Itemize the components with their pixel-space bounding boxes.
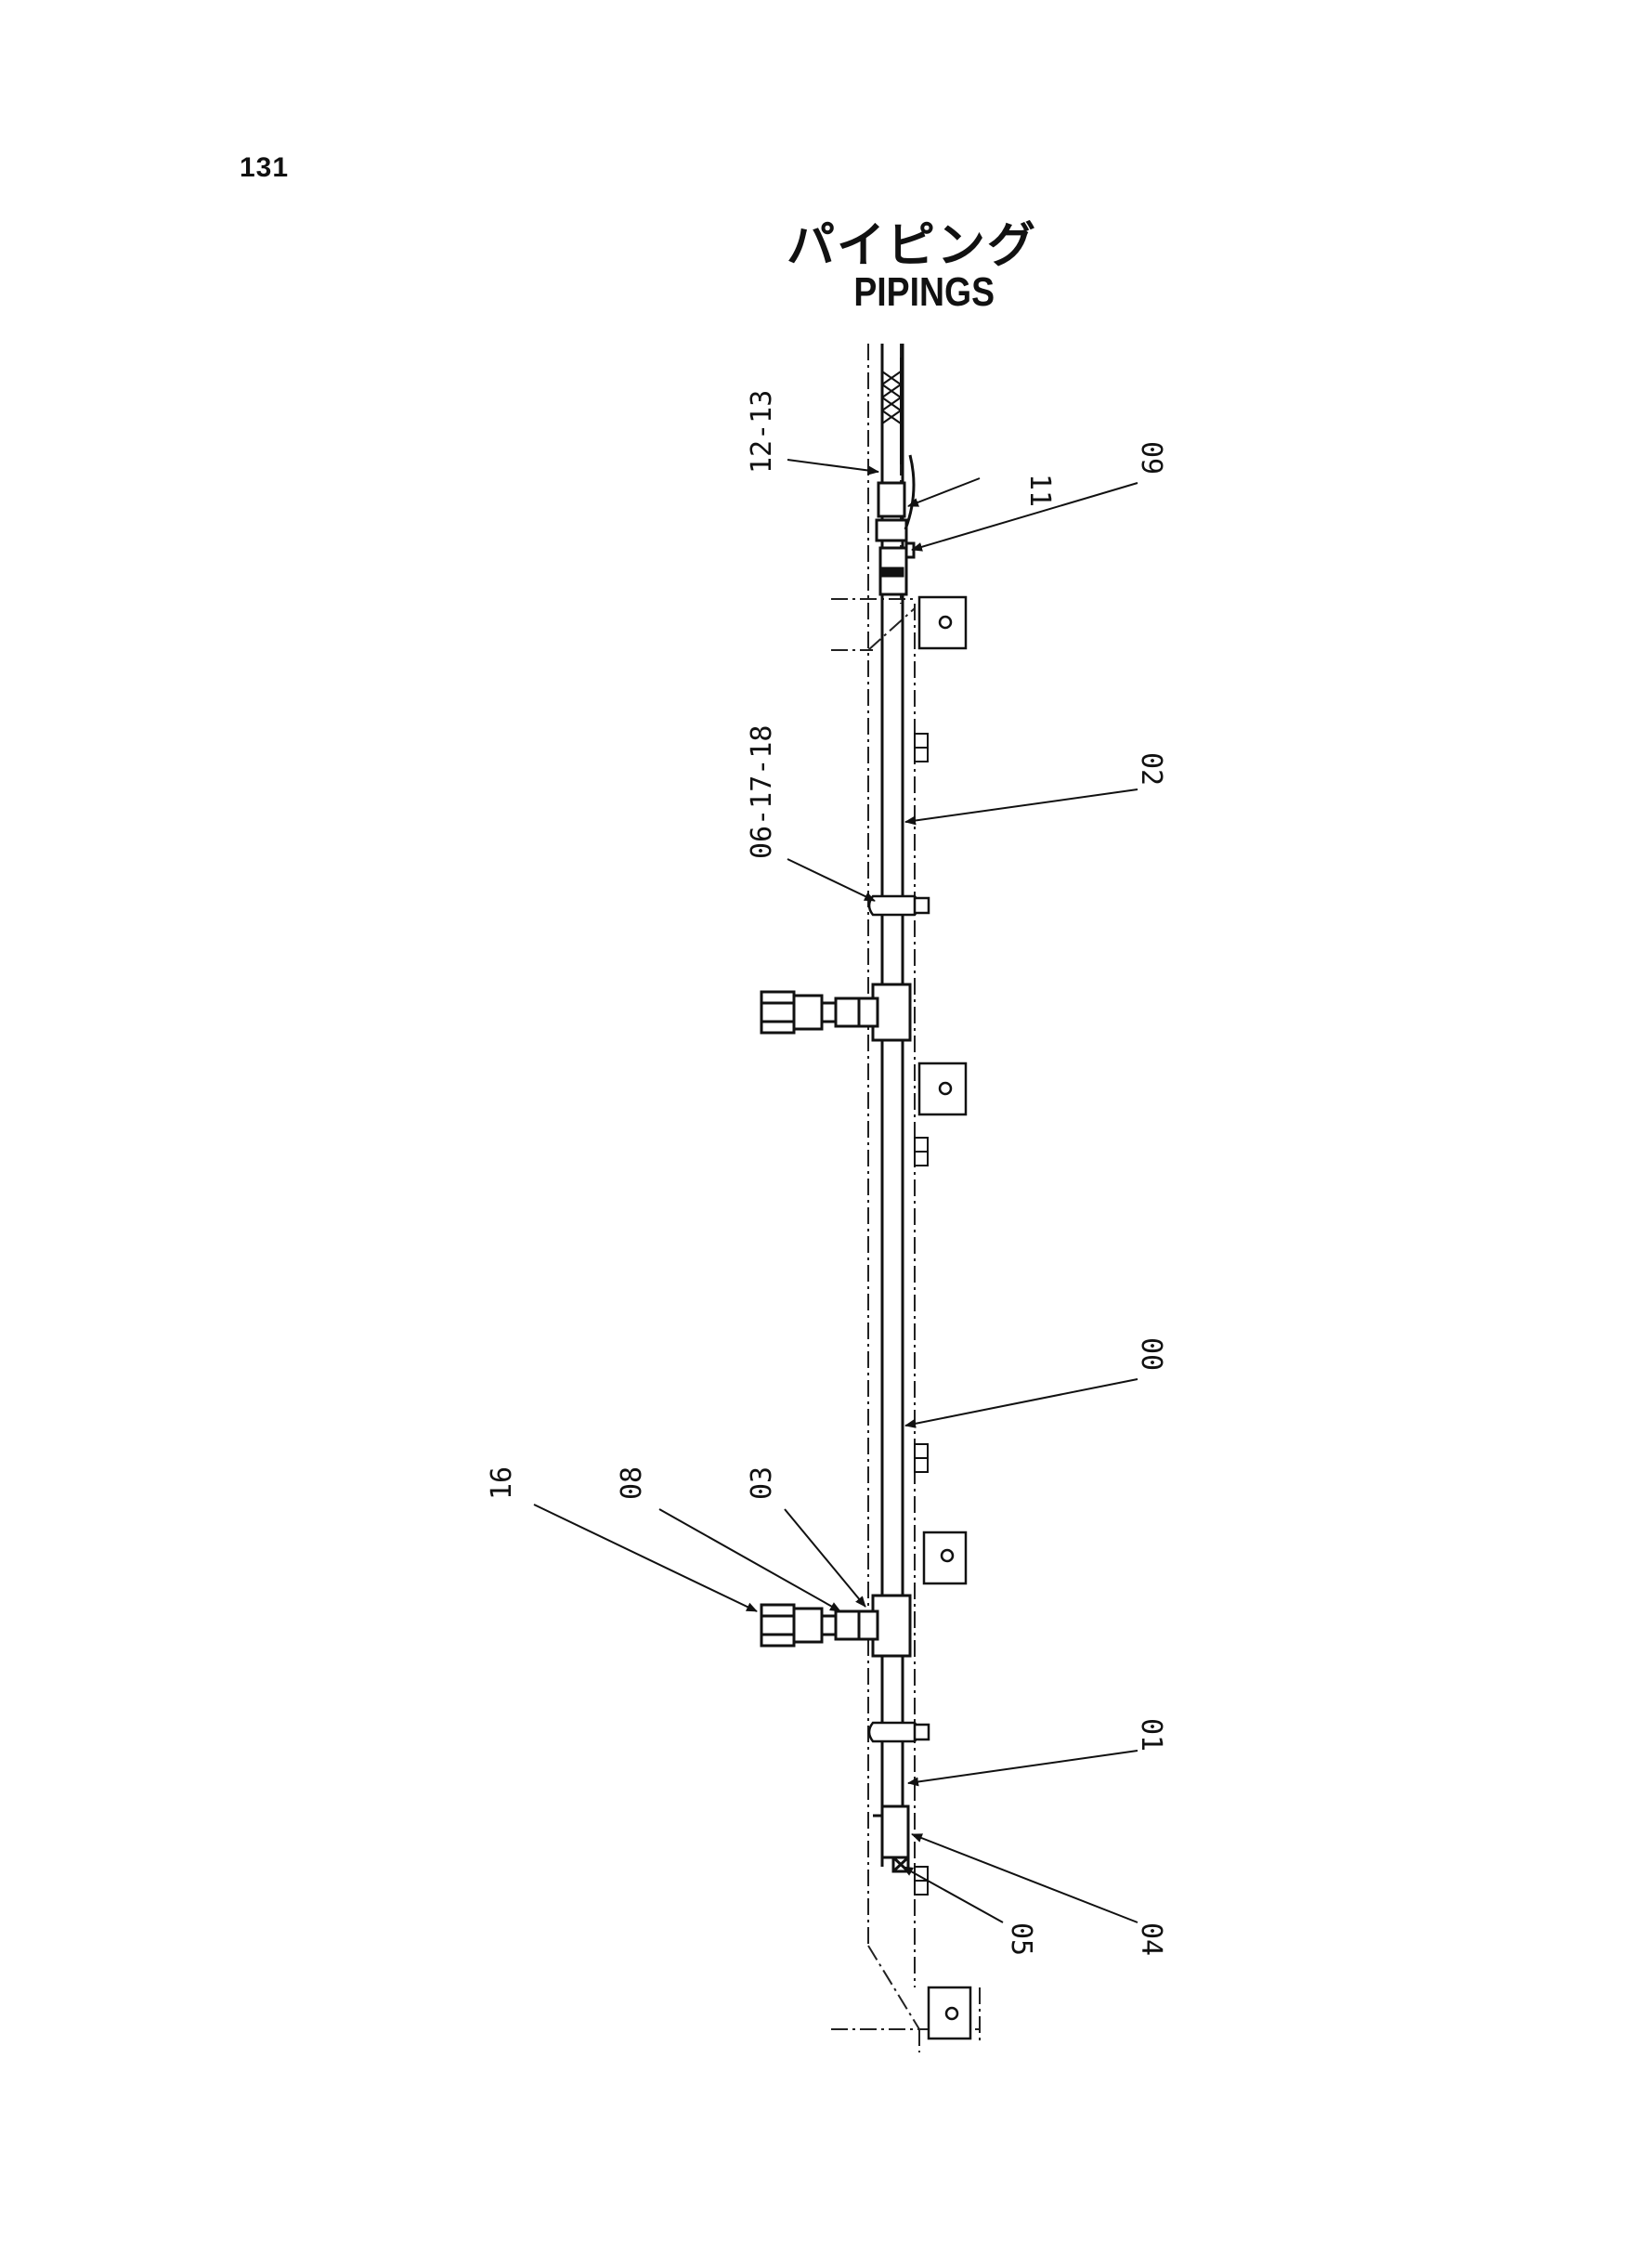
title-english: PIPINGS [853,269,995,315]
callout-labels: 12-13 11 09 06-17-18 02 00 16 08 03 01 0… [486,390,1167,1956]
callout-12-13: 12-13 [746,390,778,474]
lower-tee-valve [760,1594,912,1658]
callout-11: 11 [1023,474,1056,507]
callout-16: 16 [486,1466,518,1500]
page-number: 131 [240,152,290,183]
mounting-brackets [917,595,972,2040]
callout-02: 02 [1135,752,1167,786]
callout-04: 04 [1135,1922,1167,1956]
pipe-clips [914,733,929,1896]
callout-01: 01 [1135,1718,1167,1752]
callout-00: 00 [1135,1337,1167,1371]
pipe-clamps [867,894,930,1743]
callout-08: 08 [616,1466,648,1500]
callout-03: 03 [746,1466,778,1500]
leader-lines [533,459,1138,1923]
title-japanese: パイピング [786,218,1037,274]
callout-09: 09 [1135,441,1167,475]
upper-tee-valve [760,983,912,1042]
callout-05: 05 [1005,1922,1037,1956]
callout-06-17-18: 06-17-18 [746,725,778,860]
top-fittings [875,454,916,596]
bottom-end-fittings [873,1804,910,1873]
hose-braid [881,358,902,464]
